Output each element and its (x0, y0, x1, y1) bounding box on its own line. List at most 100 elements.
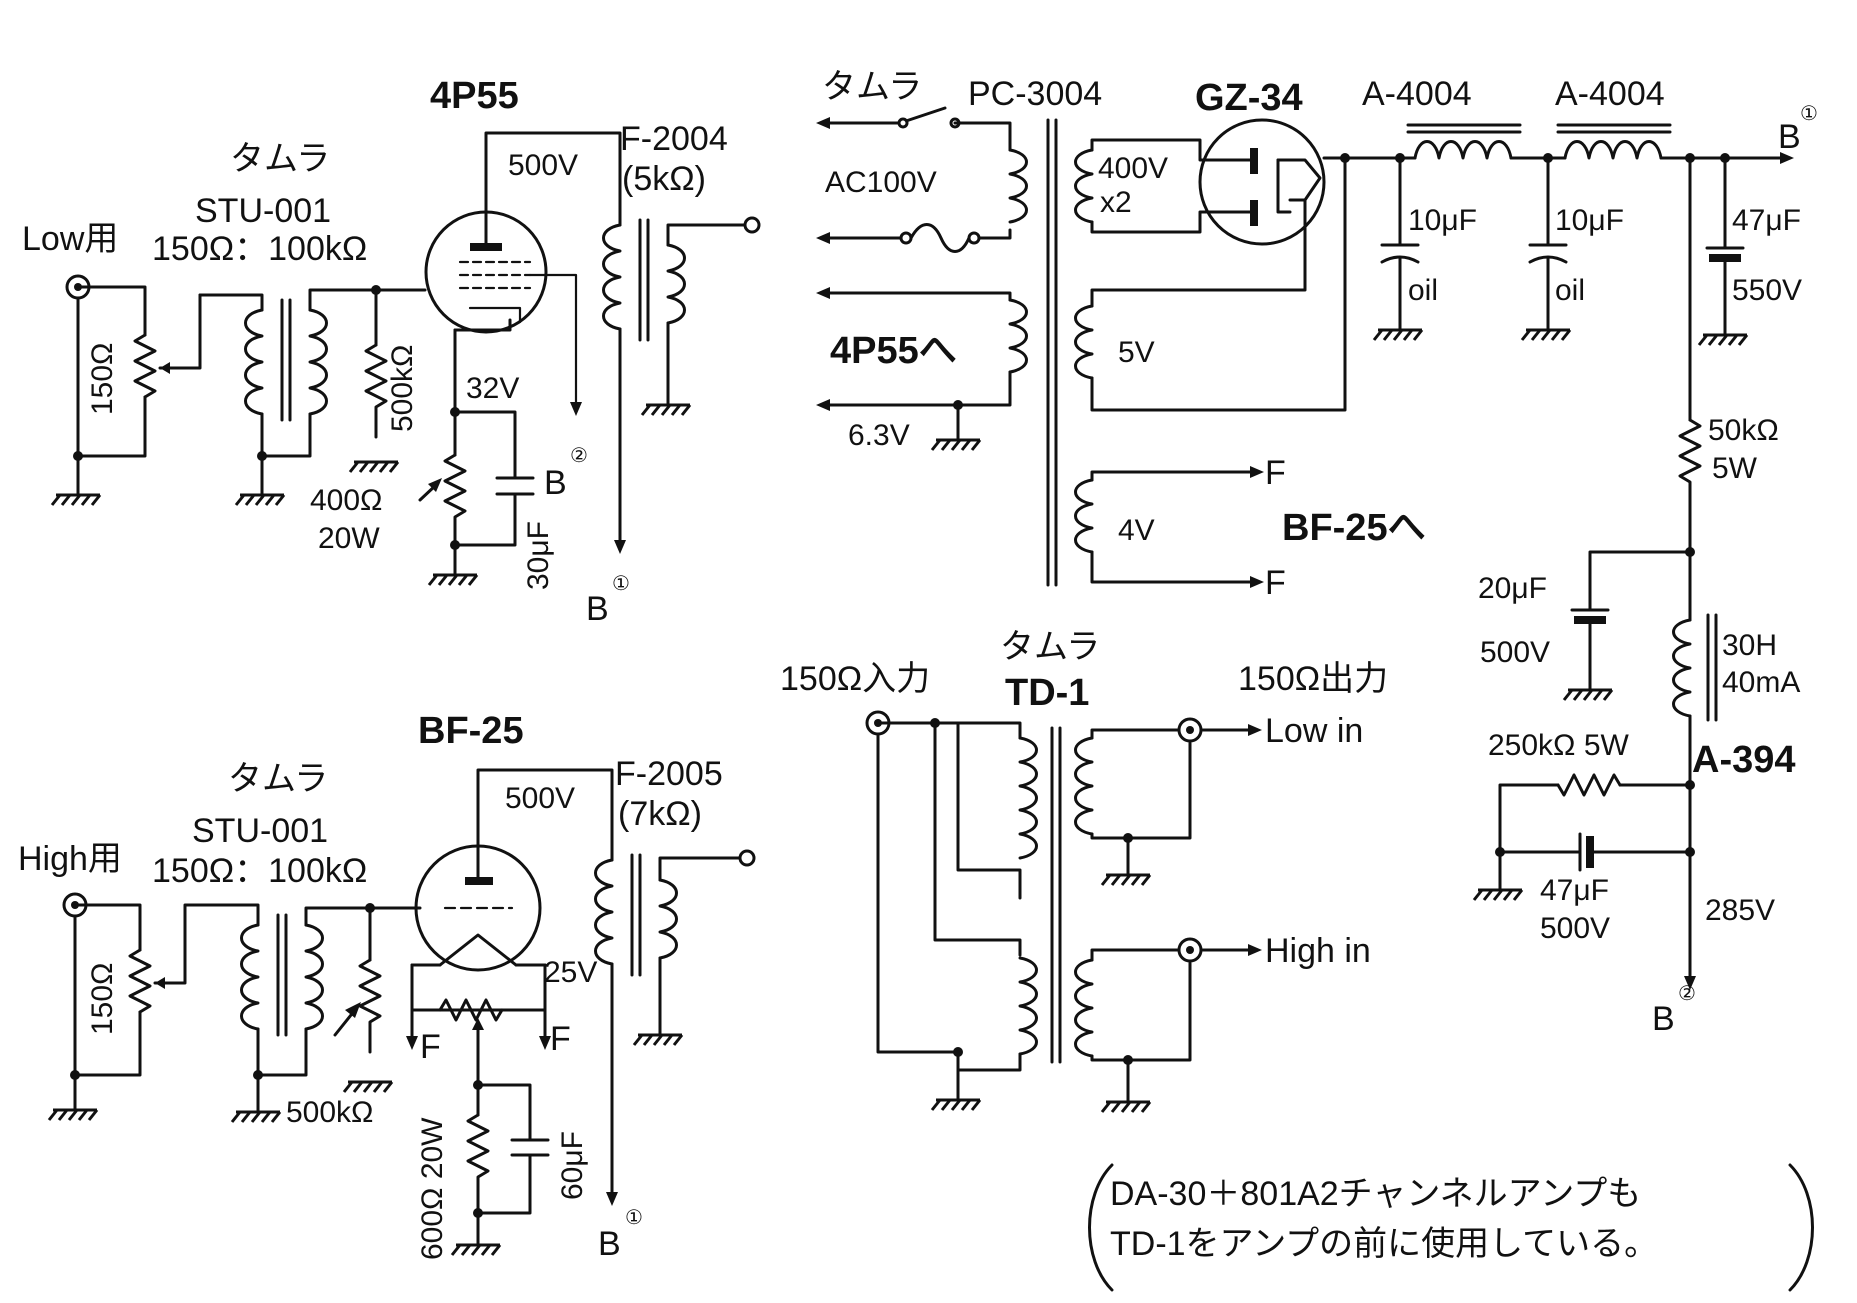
stage-4p55: 4P55 タムラ STU-001 150Ω：100kΩ Low用 150Ω 50… (22, 75, 761, 628)
f2004-output-terminal (743, 216, 761, 234)
label-b1-sup: ① (612, 573, 630, 595)
label-32v: 32V (466, 372, 519, 405)
label-150-ohm-lower: 150Ω (86, 963, 119, 1035)
choke-a4004-2 (1563, 140, 1663, 160)
f2004-primary (602, 223, 622, 331)
label-stu-ratio-lower: 150Ω：100kΩ (152, 852, 367, 890)
label-f-bot: F (1265, 564, 1286, 602)
label-30h: 30H (1722, 629, 1777, 662)
td1-secondary-low (1074, 736, 1094, 836)
label-40ma: 40mA (1722, 666, 1800, 699)
label-5w: 5W (1712, 452, 1758, 485)
label-400-ohm: 400Ω (310, 484, 382, 517)
label-400v: 400V (1098, 152, 1168, 185)
td1-secondary-high (1074, 958, 1094, 1058)
pot-150-upper (133, 333, 157, 399)
tube-gz34 (1198, 118, 1326, 246)
label-500k: 500kΩ (386, 345, 419, 432)
pc3004-5v-winding (1074, 304, 1094, 380)
stu-upper-secondary (308, 308, 328, 416)
label-150-output: 150Ω出力 (1238, 660, 1388, 698)
label-stu001-lower: STU-001 (192, 812, 328, 850)
footnote: DA-30＋801A2チャンネルアンプも TD-1をアンプの前に使用している。 (1088, 1163, 1814, 1292)
label-td1: TD-1 (1005, 672, 1089, 714)
pc3004-hv-secondary (1074, 148, 1094, 224)
label-b2-sup: ② (570, 445, 588, 467)
power-supply: タムラ PC-3004 AC100V 400V x2 5V 4V 4P55へ 6… (816, 68, 1818, 1038)
label-47uf-2: 47μF (1540, 874, 1609, 907)
label-b2: B (544, 464, 567, 502)
label-60uf: 60μF (556, 1131, 589, 1200)
pc3004-4v-winding (1074, 478, 1094, 554)
f2005-output-terminal (738, 849, 756, 867)
label-500v-lower: 500V (505, 782, 575, 815)
label-6-3v: 6.3V (848, 419, 910, 452)
label-oil-2: oil (1555, 274, 1585, 307)
label-b1-psu: B (1778, 118, 1801, 156)
label-f-left: F (420, 1028, 441, 1066)
label-tamura-td1: タムラ (1000, 628, 1100, 666)
pot-150-lower (128, 948, 152, 1014)
label-47uf: 47μF (1732, 204, 1801, 237)
label-150-input: 150Ω入力 (780, 660, 930, 698)
choke-a4004-1 (1413, 140, 1513, 160)
label-tamura-lower: タムラ (228, 760, 328, 798)
label-20uf-500v: 500V (1480, 636, 1550, 669)
label-50k: 50kΩ (1708, 414, 1779, 447)
stu-lower-primary (240, 923, 260, 1031)
note-line-1: DA-30＋801A2チャンネルアンプも (1110, 1175, 1641, 1213)
f2004-secondary (666, 243, 686, 325)
label-tamura-psu: タムラ (822, 68, 922, 106)
label-high-in: High in (1265, 932, 1371, 970)
label-f2004: F-2004 (620, 120, 728, 158)
label-high-input: High用 (18, 840, 122, 878)
label-600-ohm: 600Ω 20W (416, 1117, 449, 1260)
label-low-input: Low用 (22, 220, 118, 258)
td1-primary-lower (1018, 956, 1038, 1056)
choke-a394 (1672, 618, 1692, 718)
label-20uf: 20μF (1478, 572, 1547, 605)
resistor-250k (1556, 773, 1622, 797)
label-choke2: A-4004 (1555, 75, 1665, 113)
label-b1-lower-sup: ① (625, 1207, 643, 1229)
pc3004-heater-4p55 (1008, 298, 1028, 374)
label-to-4p55: 4P55へ (830, 330, 957, 372)
label-a394: A-394 (1692, 739, 1796, 781)
label-500v: 500V (508, 149, 578, 182)
td1-splitter: タムラ TD-1 150Ω入力 150Ω出力 Low in High in (780, 628, 1388, 1114)
label-pc3004: PC-3004 (968, 75, 1102, 113)
label-b2-psu: B (1652, 1000, 1675, 1038)
label-f2005: F-2005 (615, 755, 723, 793)
label-10uf-2: 10μF (1555, 204, 1624, 237)
label-tamura: タムラ (230, 140, 330, 178)
label-stu001: STU-001 (195, 192, 331, 230)
label-4v: 4V (1118, 514, 1155, 547)
label-500k-lower: 500kΩ (286, 1096, 373, 1129)
f2005-secondary (658, 878, 678, 960)
label-f-top: F (1265, 454, 1286, 492)
label-b1-lower: B (598, 1225, 621, 1263)
label-30uf: 30μF (522, 521, 555, 590)
pc3004-primary (1008, 148, 1028, 224)
label-gz34: GZ-34 (1195, 77, 1303, 119)
label-f2004-impedance: (5kΩ) (622, 160, 706, 198)
label-5v: 5V (1118, 336, 1155, 369)
stu-upper-primary (244, 308, 264, 416)
label-47uf-2-500v: 500V (1540, 912, 1610, 945)
label-b1: B (586, 590, 609, 628)
label-400v-x2: x2 (1100, 186, 1132, 219)
stu-lower-secondary (304, 923, 324, 1031)
label-4p55: 4P55 (430, 75, 519, 117)
label-low-in: Low in (1265, 712, 1363, 750)
label-f2005-impedance: (7kΩ) (618, 795, 702, 833)
label-550v: 550V (1732, 274, 1802, 307)
label-20w: 20W (318, 522, 380, 555)
stage-bf25: BF-25 タムラ STU-001 150Ω：100kΩ High用 150Ω … (18, 710, 756, 1263)
label-250k: 250kΩ 5W (1488, 729, 1630, 762)
resistor-50k (1678, 418, 1702, 554)
label-f-right: F (550, 1020, 571, 1058)
td1-primary-upper (1018, 736, 1038, 860)
label-150-ohm: 150Ω (86, 343, 119, 415)
label-oil-1: oil (1408, 274, 1438, 307)
